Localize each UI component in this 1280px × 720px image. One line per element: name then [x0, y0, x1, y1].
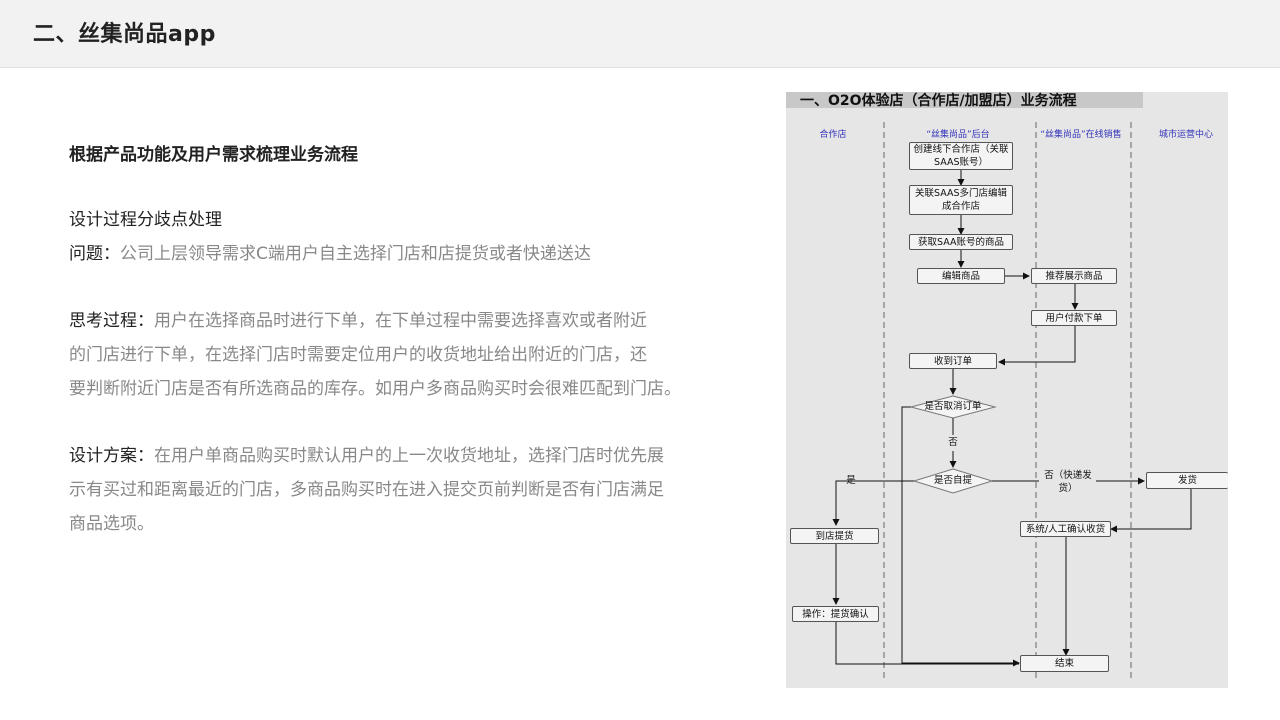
label-no-express: 否（快递发 货）	[1040, 469, 1096, 495]
node-create-store: 创建线下合作店（关联 SAAS账号）	[909, 142, 1013, 170]
decision-cancel-label: 是否取消订单	[924, 401, 982, 412]
node-text: SAAS账号）	[934, 157, 988, 168]
thinking-text: 用户在选择商品时进行下单，在下单过程中需要选择喜欢或者附近	[154, 311, 647, 331]
node-get-products: 获取SAA账号的商品	[909, 234, 1013, 250]
thinking-key: 思考过程：	[69, 311, 154, 331]
node-store-pickup: 到店提货	[790, 528, 879, 544]
node-text: 关联SAAS多门店编辑	[915, 188, 1007, 199]
pickup-decision-diamond	[912, 468, 994, 494]
node-pickup-confirm: 操作：提货确认	[792, 606, 879, 622]
solution-line: 示有买过和距离最近的门店，多商品购买时在进入提交页前判断是否有门店满足	[69, 480, 664, 500]
solution-line: 商品选项。	[69, 514, 154, 534]
node-user-pay: 用户付款下单	[1031, 310, 1117, 326]
label-text: 货）	[1058, 483, 1078, 494]
node-receive-order: 收到订单	[909, 353, 997, 369]
page-title: 二、丝集尚品app	[33, 22, 216, 47]
node-recommend-products: 推荐展示商品	[1031, 268, 1117, 284]
node-edit-products: 编辑商品	[917, 268, 1005, 284]
solution-line: 设计方案：在用户单商品购买时默认用户的上一次收货地址，选择门店时优先展	[69, 439, 664, 473]
node-end: 结束	[1020, 655, 1109, 672]
node-ship: 发货	[1146, 472, 1228, 489]
diagram-title-band	[786, 92, 1143, 108]
lane-online-sales: “丝集尚品”在线销售	[1040, 130, 1122, 140]
node-text: 创建线下合作店（关联	[913, 144, 1009, 155]
solution-text: 在用户单商品购买时默认用户的上一次收货地址，选择门店时优先展	[154, 446, 664, 466]
decision-pickup-label: 是否自提	[933, 475, 972, 486]
problem-paragraph: 问题：公司上层领导需求C端用户自主选择门店和店提货或者快递送达	[69, 237, 591, 271]
flowchart-image: 一、O2O体验店（合作店/加盟店）业务流程 合作店 “丝集尚品”后台 “丝集尚品…	[786, 92, 1228, 688]
design-process-label: 设计过程分歧点处理	[69, 210, 222, 230]
problem-key: 问题：	[69, 244, 120, 264]
lane-partner-store: 合作店	[819, 130, 847, 140]
lane-city-ops: 城市运营中心	[1158, 130, 1214, 140]
thinking-line: 思考过程：用户在选择商品时进行下单，在下单过程中需要选择喜欢或者附近	[69, 304, 647, 338]
node-text: 成合作店	[941, 201, 980, 212]
solution-key: 设计方案：	[69, 446, 154, 466]
diagram-title: 一、O2O体验店（合作店/加盟店）业务流程	[800, 93, 1077, 109]
problem-text: 公司上层领导需求C端用户自主选择门店和店提货或者快递送达	[120, 244, 591, 264]
page-header: 二、丝集尚品app	[0, 0, 1280, 68]
node-confirm-receipt: 系统/人工确认收货	[1020, 521, 1111, 537]
thinking-line: 的门店进行下单，在选择门店时需要定位用户的收货地址给出附近的门店，还	[69, 345, 647, 365]
lane-backend: “丝集尚品”后台	[926, 130, 990, 140]
label-text: 否（快递发	[1044, 470, 1092, 481]
node-link-saas: 关联SAAS多门店编辑 成合作店	[909, 185, 1013, 215]
label-yes: 是	[846, 475, 856, 486]
section-heading: 根据产品功能及用户需求梳理业务流程	[69, 145, 358, 165]
label-no: 否	[948, 437, 958, 448]
thinking-line: 要判断附近门店是否有所选商品的库存。如用户多商品购买时会很难匹配到门店。	[69, 379, 681, 399]
flowchart-connectors	[832, 122, 1192, 682]
